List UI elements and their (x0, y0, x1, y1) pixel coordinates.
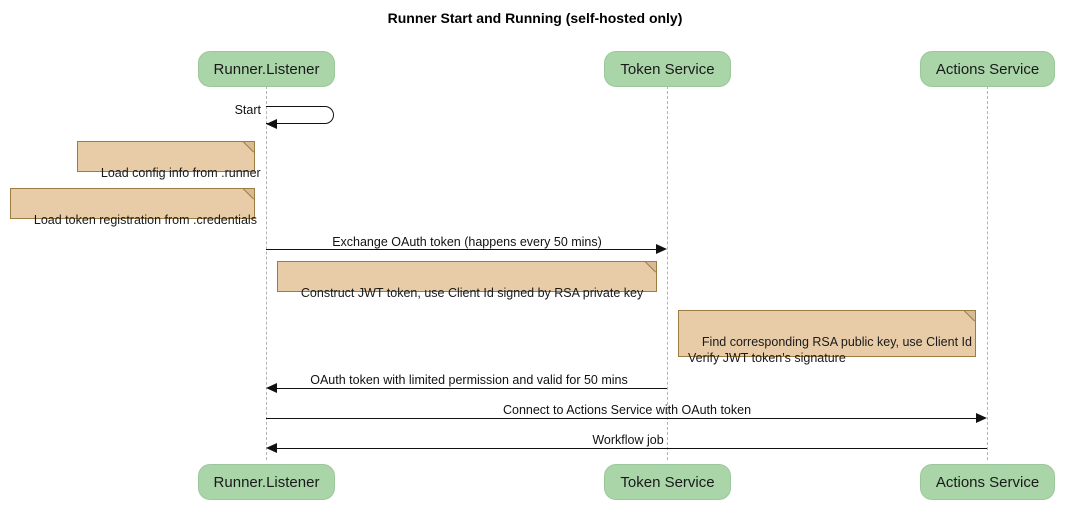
message-line-workflow-job (277, 448, 987, 449)
self-message-start-arrowhead (266, 118, 277, 129)
note-fold-edge-icon (242, 188, 255, 201)
note-fold-edge-icon (963, 310, 976, 323)
note-verify-jwt-text: Find corresponding RSA public key, use C… (688, 335, 972, 365)
note-load-token-registration: Load token registration from .credential… (10, 188, 257, 227)
note-verify-jwt: Find corresponding RSA public key, use C… (678, 310, 976, 365)
message-arrowhead-oauth-token-response (266, 382, 277, 393)
self-message-start-loop (266, 106, 334, 124)
message-line-connect-actions-service (266, 418, 976, 419)
message-label-start: Start (234, 103, 261, 117)
note-load-token-registration-text: Load token registration from .credential… (33, 213, 257, 227)
participant-runner-bottom[interactable]: Runner.Listener (198, 464, 335, 500)
message-line-exchange-oauth-token (266, 249, 656, 250)
message-label-workflow-job: Workflow job (592, 433, 664, 447)
message-label-connect-actions-service: Connect to Actions Service with OAuth to… (502, 403, 752, 417)
note-load-config: Load config info from .runner (77, 141, 261, 180)
note-load-config-text: Load config info from .runner (100, 166, 261, 180)
message-line-oauth-token-response (277, 388, 667, 389)
lifeline-runner (266, 86, 267, 460)
participant-actions-top[interactable]: Actions Service (920, 51, 1055, 87)
note-construct-jwt: Construct JWT token, use Client Id signe… (277, 261, 657, 300)
lifeline-token (667, 86, 668, 460)
message-label-exchange-oauth-token: Exchange OAuth token (happens every 50 m… (332, 235, 602, 249)
lifeline-actions (987, 86, 988, 460)
participant-token-top[interactable]: Token Service (604, 51, 731, 87)
participant-runner-top[interactable]: Runner.Listener (198, 51, 335, 87)
participant-actions-bottom[interactable]: Actions Service (920, 464, 1055, 500)
message-arrowhead-workflow-job (266, 442, 277, 453)
message-label-oauth-token-response: OAuth token with limited permission and … (310, 373, 628, 387)
participant-token-bottom[interactable]: Token Service (604, 464, 731, 500)
note-fold-edge-icon (242, 141, 255, 154)
message-arrowhead-connect-actions-service (976, 412, 987, 423)
diagram-title: Runner Start and Running (self-hosted on… (387, 10, 683, 26)
note-fold-edge-icon (644, 261, 657, 274)
note-construct-jwt-text: Construct JWT token, use Client Id signe… (300, 286, 644, 300)
message-arrowhead-exchange-oauth-token (656, 243, 667, 254)
